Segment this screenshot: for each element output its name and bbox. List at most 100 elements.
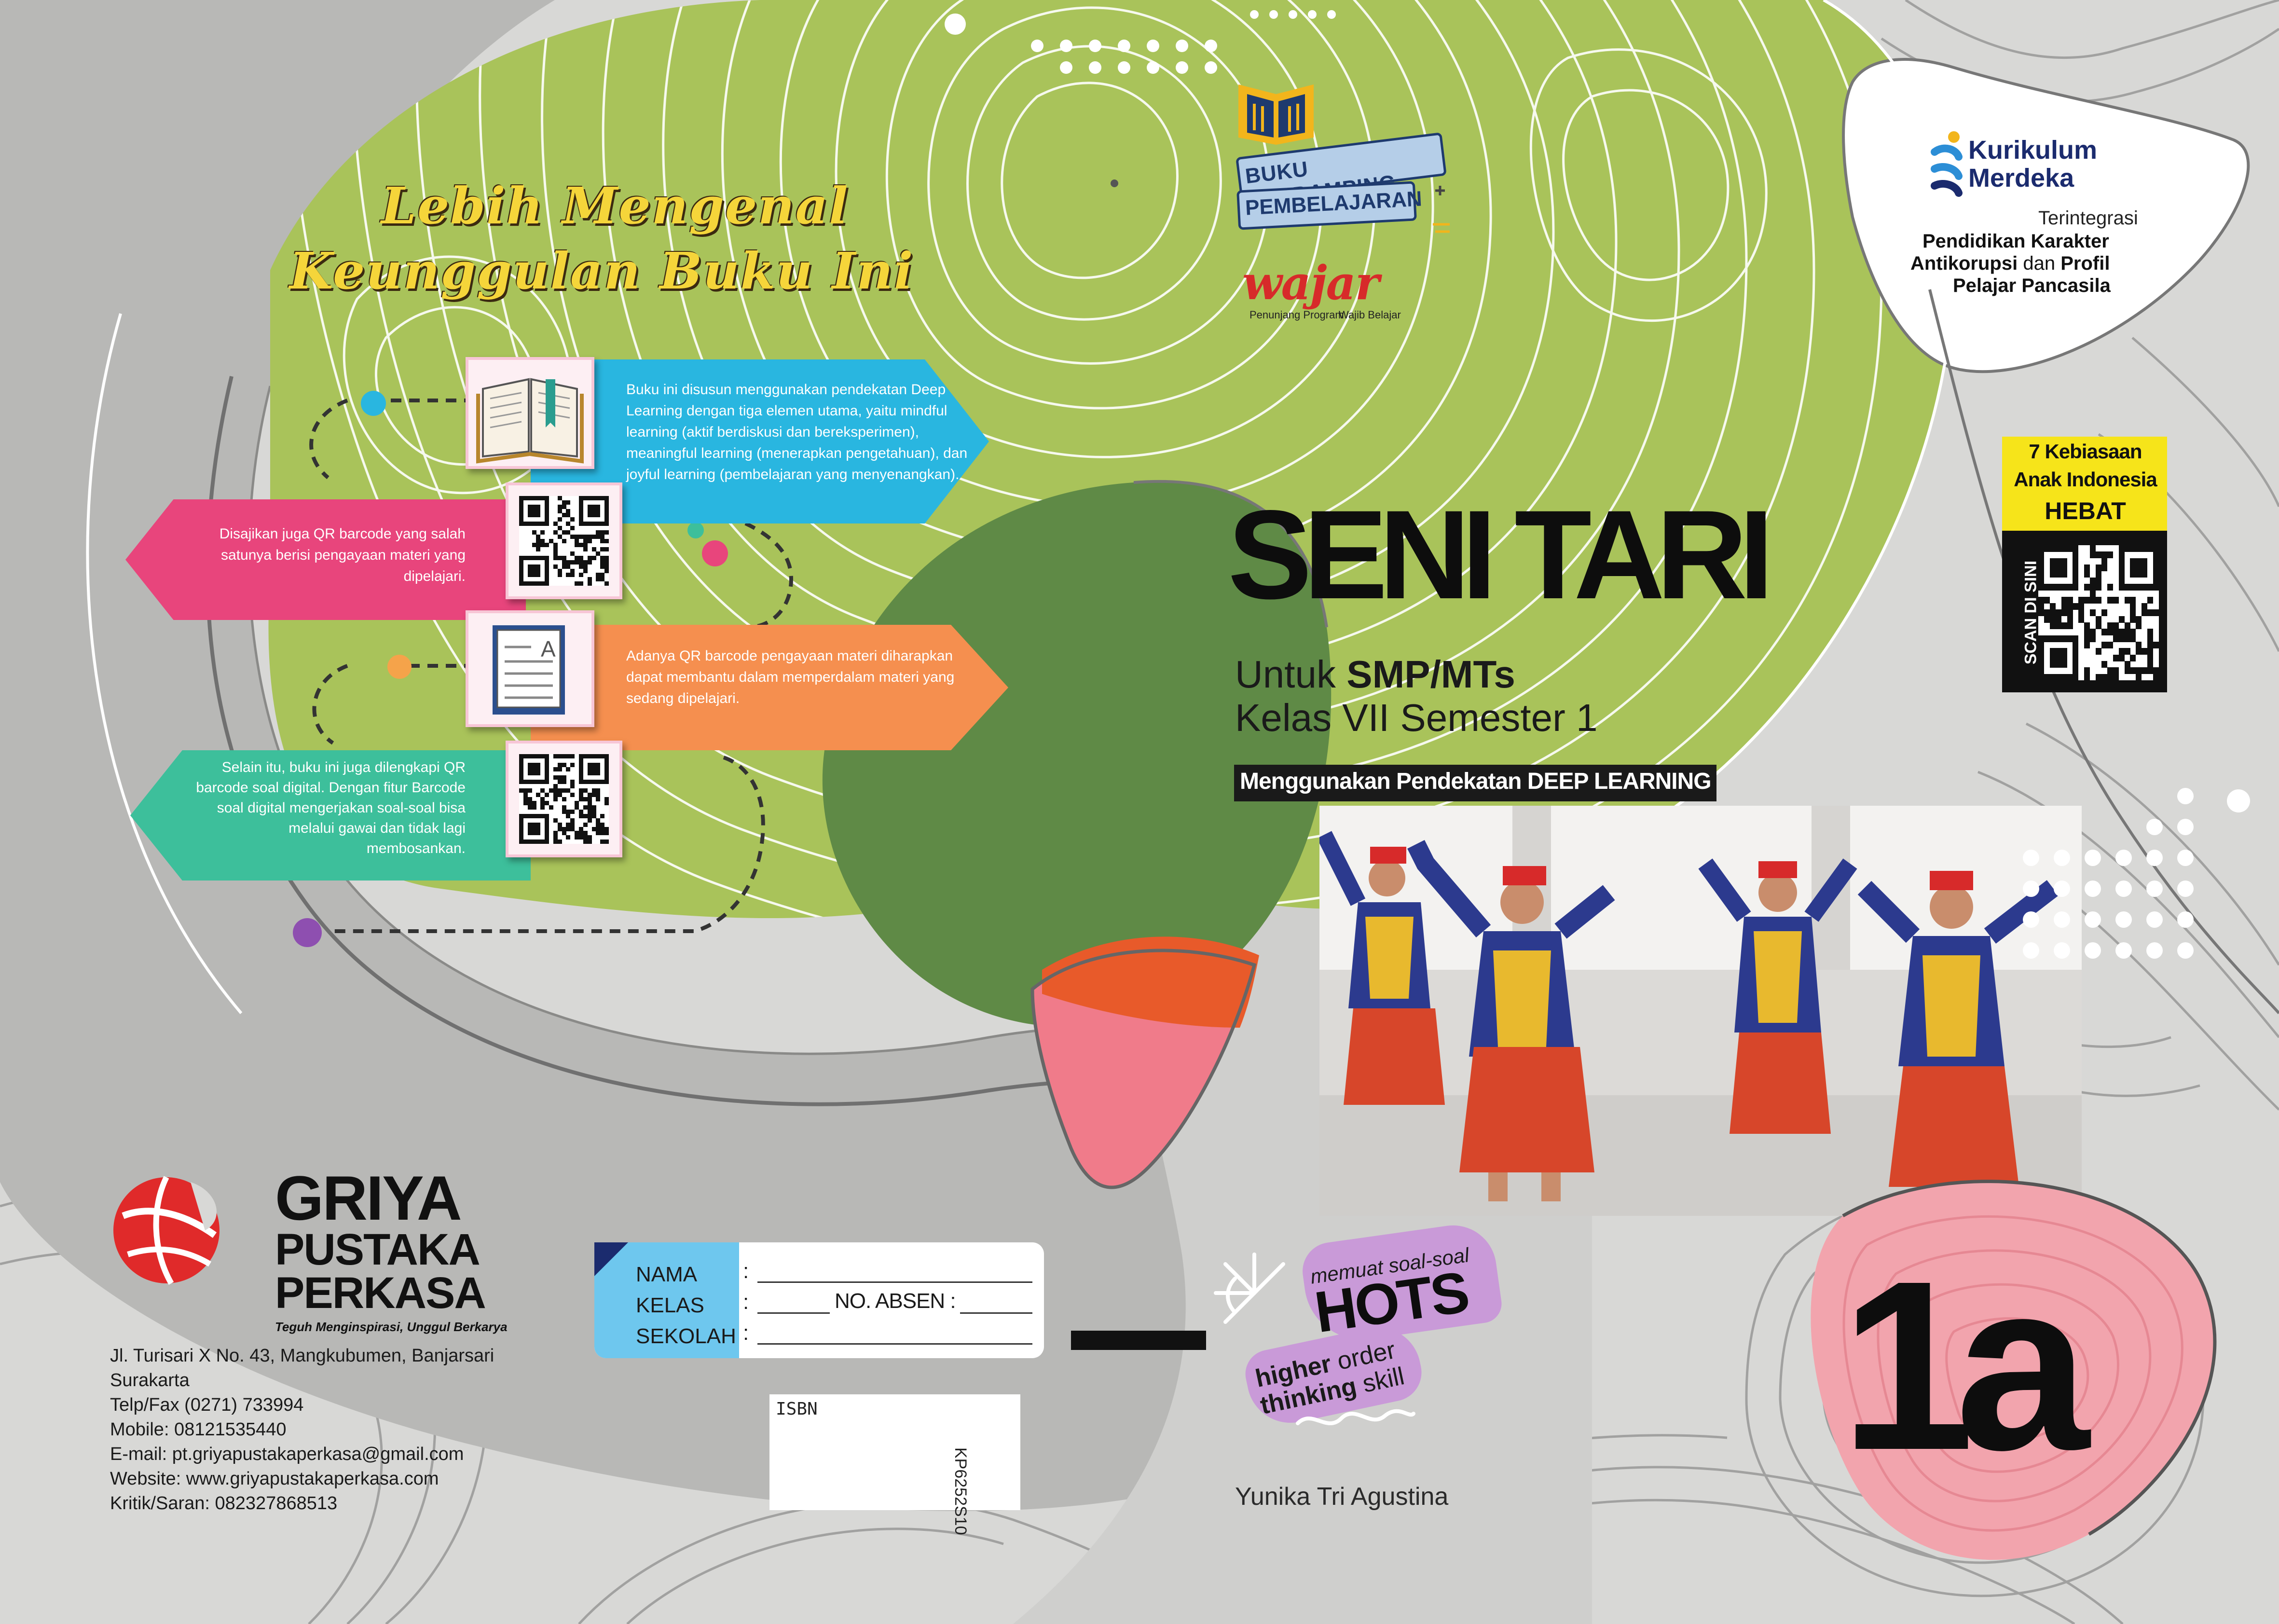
name-form-labels: NAMA KELAS SEKOLAH — [636, 1263, 736, 1348]
feature-text-1: Buku ini disusun menggunakan pendekatan … — [626, 382, 968, 482]
kelas-input-line[interactable] — [757, 1312, 830, 1314]
isbn-box — [769, 1394, 1020, 1510]
volume-number: 1a — [1840, 1230, 2089, 1500]
qr-thumbnail-2 — [506, 741, 622, 857]
kurikulum-line3-a: Antikorupsi — [1910, 253, 2018, 274]
decor-dot — [2085, 881, 2101, 897]
decor-dot — [2054, 850, 2070, 866]
name-form-colon-2: : — [743, 1290, 749, 1314]
book-logo-icon — [1238, 84, 1450, 233]
squiggle-icon — [1296, 1409, 1415, 1425]
intro-heading-line1: Lebih Mengenal — [381, 176, 849, 235]
author-name: Yunika Tri Agustina — [1235, 1483, 1449, 1511]
feature-box-4 — [130, 750, 531, 881]
approach-band — [1234, 765, 1716, 801]
burst-icon — [1214, 1252, 1285, 1324]
connector-dot-pink — [702, 540, 728, 566]
sekolah-input-line[interactable] — [757, 1343, 1032, 1345]
decor-dot — [2023, 881, 2039, 897]
connector-dot-purple — [293, 918, 322, 947]
feature-text-2: Disajikan juga QR barcode yang salah sat… — [219, 526, 466, 584]
document-thumbnail: A — [466, 610, 594, 727]
decor-dot — [2023, 942, 2039, 959]
title-for-b: SMP/MTs — [1346, 653, 1515, 696]
spine-dash — [1071, 1331, 1206, 1350]
kurikulum-name-1: Kurikulum — [1968, 136, 2098, 165]
isbn-label: ISBN — [776, 1399, 818, 1419]
publisher-name-3: PERKASA — [275, 1268, 486, 1318]
feature-box-2 — [125, 499, 526, 620]
decor-dot — [2146, 850, 2163, 866]
book-thumbnail — [466, 357, 594, 469]
dot-pattern — [2023, 788, 2194, 959]
qr-code-3[interactable] — [2038, 545, 2159, 681]
decor-dot — [2177, 819, 2194, 835]
decor-dot — [2054, 881, 2070, 897]
wajar-tagline-right: Wajib Belajar — [1339, 309, 1401, 321]
kebiasaan-line2: Anak Indonesia — [2014, 468, 2157, 491]
title-approach: Menggunakan Pendekatan DEEP LEARNING — [1240, 769, 1712, 794]
wajar-logo-text: wajar — [1242, 256, 1379, 310]
decor-dot — [2177, 788, 2194, 804]
series-logo: BUKU PENDAMPING PEMBELAJARAN — [1233, 80, 1455, 244]
decor-dot — [2115, 911, 2132, 928]
publisher-name-2: PUSTAKA — [275, 1225, 481, 1274]
decor-dot — [2023, 850, 2039, 866]
qr-thumbnail-1 — [506, 482, 622, 599]
decor-dot — [2085, 850, 2101, 866]
decor-dot — [2054, 911, 2070, 928]
decor-dot — [2177, 942, 2194, 959]
isbn-code: KP6252S10 — [951, 1447, 970, 1535]
book-title: SENI TARI — [1228, 484, 1774, 625]
decor-dot — [2115, 881, 2132, 897]
decor-dot — [2085, 942, 2101, 959]
name-form-colon-1: : — [743, 1259, 749, 1283]
document-icon: A — [493, 625, 565, 715]
pink-topo-shape — [1811, 1180, 2217, 1560]
decor-dot — [2085, 911, 2101, 928]
absen-label: NO. ABSEN : — [835, 1289, 956, 1313]
name-form-colon-3: : — [743, 1321, 749, 1345]
title-grade: Kelas VII Semester 1 — [1235, 696, 1598, 739]
title-for-a: Untuk — [1235, 653, 1347, 696]
wajar-tagline-left: Penunjang Program — [1249, 309, 1344, 321]
name-input-line[interactable] — [757, 1281, 1032, 1283]
publisher-tagline: Teguh Menginspirasi, Unggul Berkarya — [275, 1320, 508, 1334]
feature-box-3 — [531, 625, 1008, 750]
decor-dot — [2177, 881, 2194, 897]
open-book-icon — [476, 378, 584, 464]
publisher-logo-icon — [113, 1176, 220, 1285]
qr-code-1 — [519, 496, 609, 586]
feature-text-3: Adanya QR barcode pengayaan materi dihar… — [626, 648, 955, 706]
connector-dot-teal — [687, 522, 704, 538]
connector-dot-orange — [387, 655, 412, 679]
decor-dot — [2177, 911, 2194, 928]
decor-dot — [2023, 911, 2039, 928]
qr-code-2 — [519, 754, 609, 844]
absen-input-line[interactable] — [960, 1312, 1032, 1314]
decor-dot — [2177, 850, 2194, 866]
kurikulum-line3: Antikorupsi dan Profil — [1910, 253, 2110, 275]
title-for: Untuk SMP/MTs — [1235, 653, 1515, 696]
decor-dot — [2146, 881, 2163, 897]
publisher-name-1: GRIYA — [275, 1163, 462, 1233]
intro-heading-line2: Keunggulan Buku Ini — [289, 241, 914, 301]
decor-dot — [2146, 819, 2163, 835]
svg-text:A: A — [541, 636, 556, 661]
kurikulum-name-2: Merdeka — [1968, 164, 2074, 193]
decor-dot — [2115, 942, 2132, 959]
decor-dot — [2146, 942, 2163, 959]
decor-dot — [2115, 850, 2132, 866]
kurikulum-line4: Pelajar Pancasila — [1953, 275, 2111, 296]
kurikulum-merdeka-icon — [1931, 131, 1963, 197]
kurikulum-line3-b: dan — [2018, 253, 2061, 274]
kurikulum-line1: Terintegrasi — [2038, 207, 2138, 229]
kurikulum-line3-c: Profil — [2060, 253, 2110, 274]
kebiasaan-line1: 7 Kebiasaan — [2029, 440, 2142, 463]
kurikulum-line2: Pendidikan Karakter — [1922, 231, 2109, 252]
scan-label: SCAN DI SINI — [2021, 560, 2040, 665]
publisher-address: Jl. Turisari X No. 43, Mangkubumen, Banj… — [110, 1346, 494, 1514]
kebiasaan-badge — [2002, 437, 2167, 531]
decor-dot — [2146, 911, 2163, 928]
kebiasaan-line3: HEBAT — [2045, 497, 2126, 524]
